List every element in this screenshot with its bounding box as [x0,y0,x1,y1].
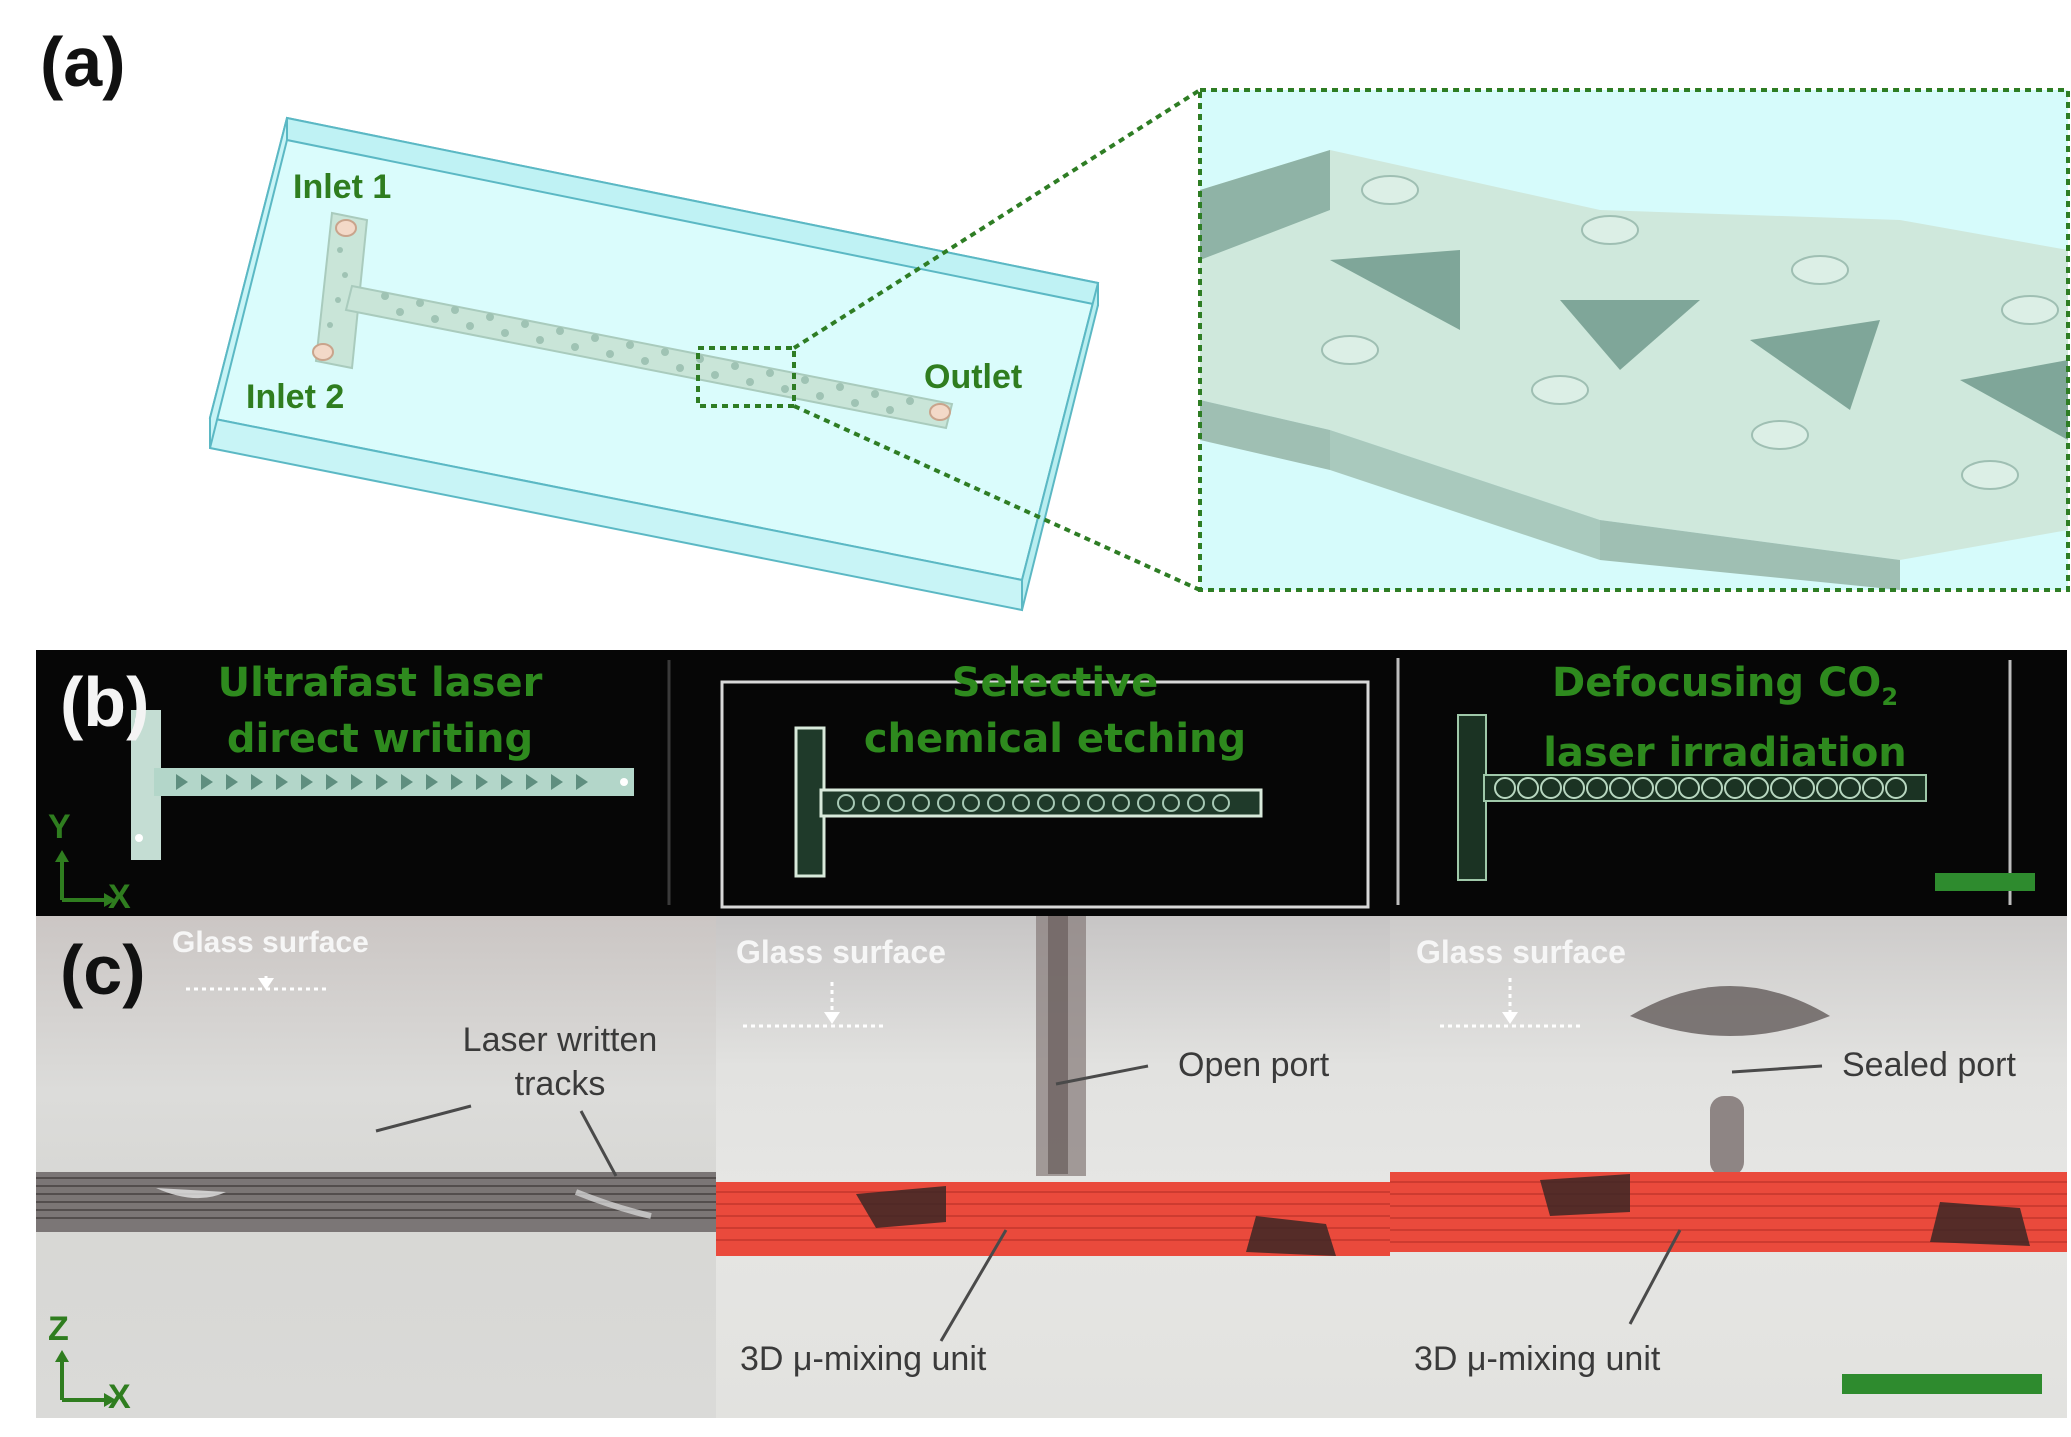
panel-b-image-laser-writing [36,650,716,916]
inlet-2-port [312,343,334,361]
outlet-label: Outlet [924,358,1023,396]
mixing-unit-label-2: 3D μ-mixing unit [1414,1340,1661,1378]
axis-x-label-b: X [108,878,131,916]
zoomed-mixer-inset [1198,88,2070,592]
open-port-label: Open port [1178,1046,1330,1084]
glass-surface-label-3: Glass surface [1416,934,1626,970]
outlet-port [929,403,951,421]
panel-c-image-open-port [716,916,1390,1418]
axis-x-label-c: X [108,1378,131,1416]
step-3-line1-text: Defocusing CO [1551,660,1882,706]
panel-c-image-laser-tracks [36,916,716,1418]
step-1-line2: direct writing [226,716,534,762]
step-2-line1: Selective [951,660,1159,706]
t-shaped-channel [312,211,954,430]
panel-a-label: (a) [40,23,126,101]
scale-bar-c [1842,1374,2042,1394]
step-3-subscript: 2 [1881,683,1899,711]
mixing-unit-label-1: 3D μ-mixing unit [740,1340,987,1378]
glass-surface-label-1: Glass surface [172,926,369,959]
inlet-1-label: Inlet 1 [293,168,392,206]
inlet-2-label: Inlet 2 [246,378,345,416]
panel-b-image-chemical-etching [716,650,1390,916]
panel-c-image-sealed-port [1390,916,2067,1418]
axis-y-label: Y [48,808,71,846]
zoom-indicator [696,88,1202,592]
panel-b-image-co2-irradiation [1390,650,2067,916]
panel-b-label: (b) [60,663,150,741]
step-3-line1: Defocusing CO2 [1515,655,1935,725]
panel-a-chip-illustration [208,88,2070,612]
xy-axis-indicator [55,850,116,907]
step-1-line1: Ultrafast laser [217,660,543,706]
axis-z-label: Z [48,1310,69,1348]
sealed-port-label: Sealed port [1842,1046,2016,1084]
step-1-title: Ultrafast laser direct writing [170,655,590,767]
step-2-title: Selective chemical etching [845,655,1265,767]
laser-written-tracks-label: Laser written tracks [462,1021,658,1103]
step-2-line2: chemical etching [863,716,1247,762]
panel-c-label: (c) [60,931,146,1009]
zx-axis-indicator [55,1350,116,1407]
glass-surface-label-2: Glass surface [736,934,946,970]
inlet-1-port [335,219,357,237]
step-3-line2: laser irradiation [1543,730,1907,776]
step-3-title: Defocusing CO2 laser irradiation [1515,655,1935,781]
scale-bar-b [1935,873,2035,891]
